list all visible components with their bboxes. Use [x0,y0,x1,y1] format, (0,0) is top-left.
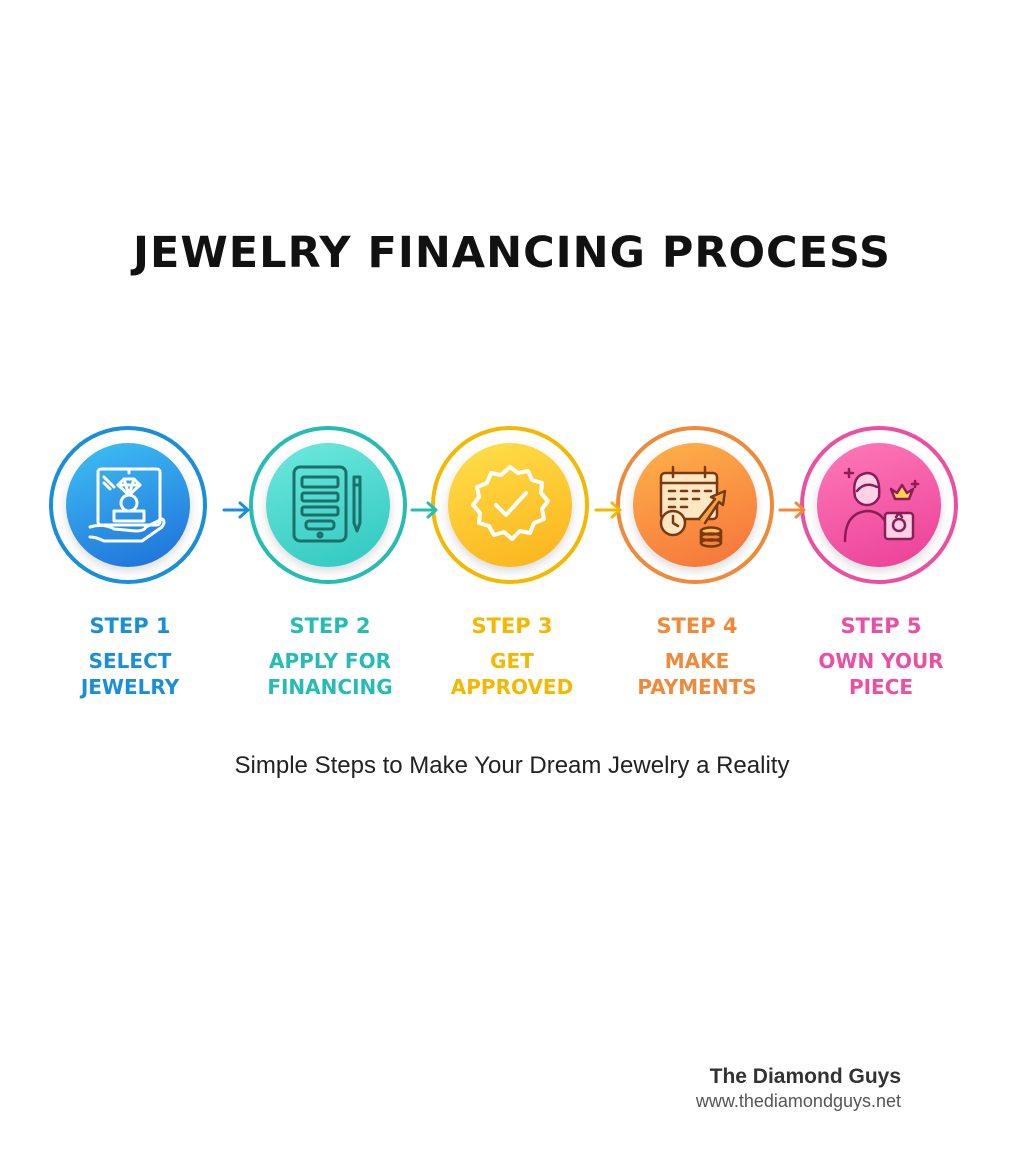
step-5: STEP 5 OWN YOUR PIECE [790,424,972,714]
ring-on-hand-icon [88,467,166,543]
step-number: STEP 3 [471,614,553,638]
page-title: JEWELRY FINANCING PROCESS [133,228,891,278]
step-ring [49,426,207,584]
brand-block: The Diamond Guys www.thediamondguys.net [696,1065,901,1112]
steps-row: STEP 1 SELECT JEWELRY STEP 2 APPLY FOR F… [39,424,972,714]
brand-name: The Diamond Guys [709,1065,901,1088]
step-3: STEP 3 GET APPROVED [421,424,603,714]
arrow-right-icon [778,501,806,519]
step-ring [616,426,774,584]
step-label-line: OWN YOUR [818,649,944,673]
calendar-coins-icon [659,465,727,548]
step-label-line: JEWELRY [80,675,180,699]
step-ring [431,426,589,584]
step-label-line: GET [490,649,534,673]
step-ring [249,426,407,584]
step-number: STEP 1 [89,614,171,638]
arrow-right-icon [594,501,622,519]
step-label: GET APPROVED [421,648,603,700]
step-label-line: MAKE [664,649,730,673]
arrow-right-icon [410,501,438,519]
tablet-form-icon [292,465,362,543]
step-label-line: PAYMENTS [637,675,757,699]
step-label: APPLY FOR FINANCING [239,648,421,700]
woman-ring-box-icon [843,467,920,543]
step-label-line: PIECE [848,675,914,699]
step-label: OWN YOUR PIECE [790,648,972,700]
step-number: STEP 2 [289,614,371,638]
step-2: STEP 2 APPLY FOR FINANCING [239,424,421,714]
step-ring [800,426,958,584]
step-label-line: APPROVED [450,675,574,699]
brand-url: www.thediamondguys.net [695,1091,901,1111]
step-label: MAKE PAYMENTS [606,648,788,700]
step-disc [266,443,390,567]
step-label-line: SELECT [88,649,172,673]
subtitle: Simple Steps to Make Your Dream Jewelry … [234,752,790,779]
step-label: SELECT JEWELRY [39,648,221,700]
step-label-line: APPLY FOR [269,649,391,673]
step-label-line: FINANCING [267,675,393,699]
step-disc [448,443,572,567]
step-4: STEP 4 MAKE PAYMENTS [606,424,788,714]
approval-badge-icon [471,465,550,541]
step-disc [66,443,190,567]
step-number: STEP 4 [656,614,738,638]
step-disc [817,443,941,567]
step-1: STEP 1 SELECT JEWELRY [39,424,221,714]
step-number: STEP 5 [840,614,922,638]
arrow-right-icon [222,501,250,519]
